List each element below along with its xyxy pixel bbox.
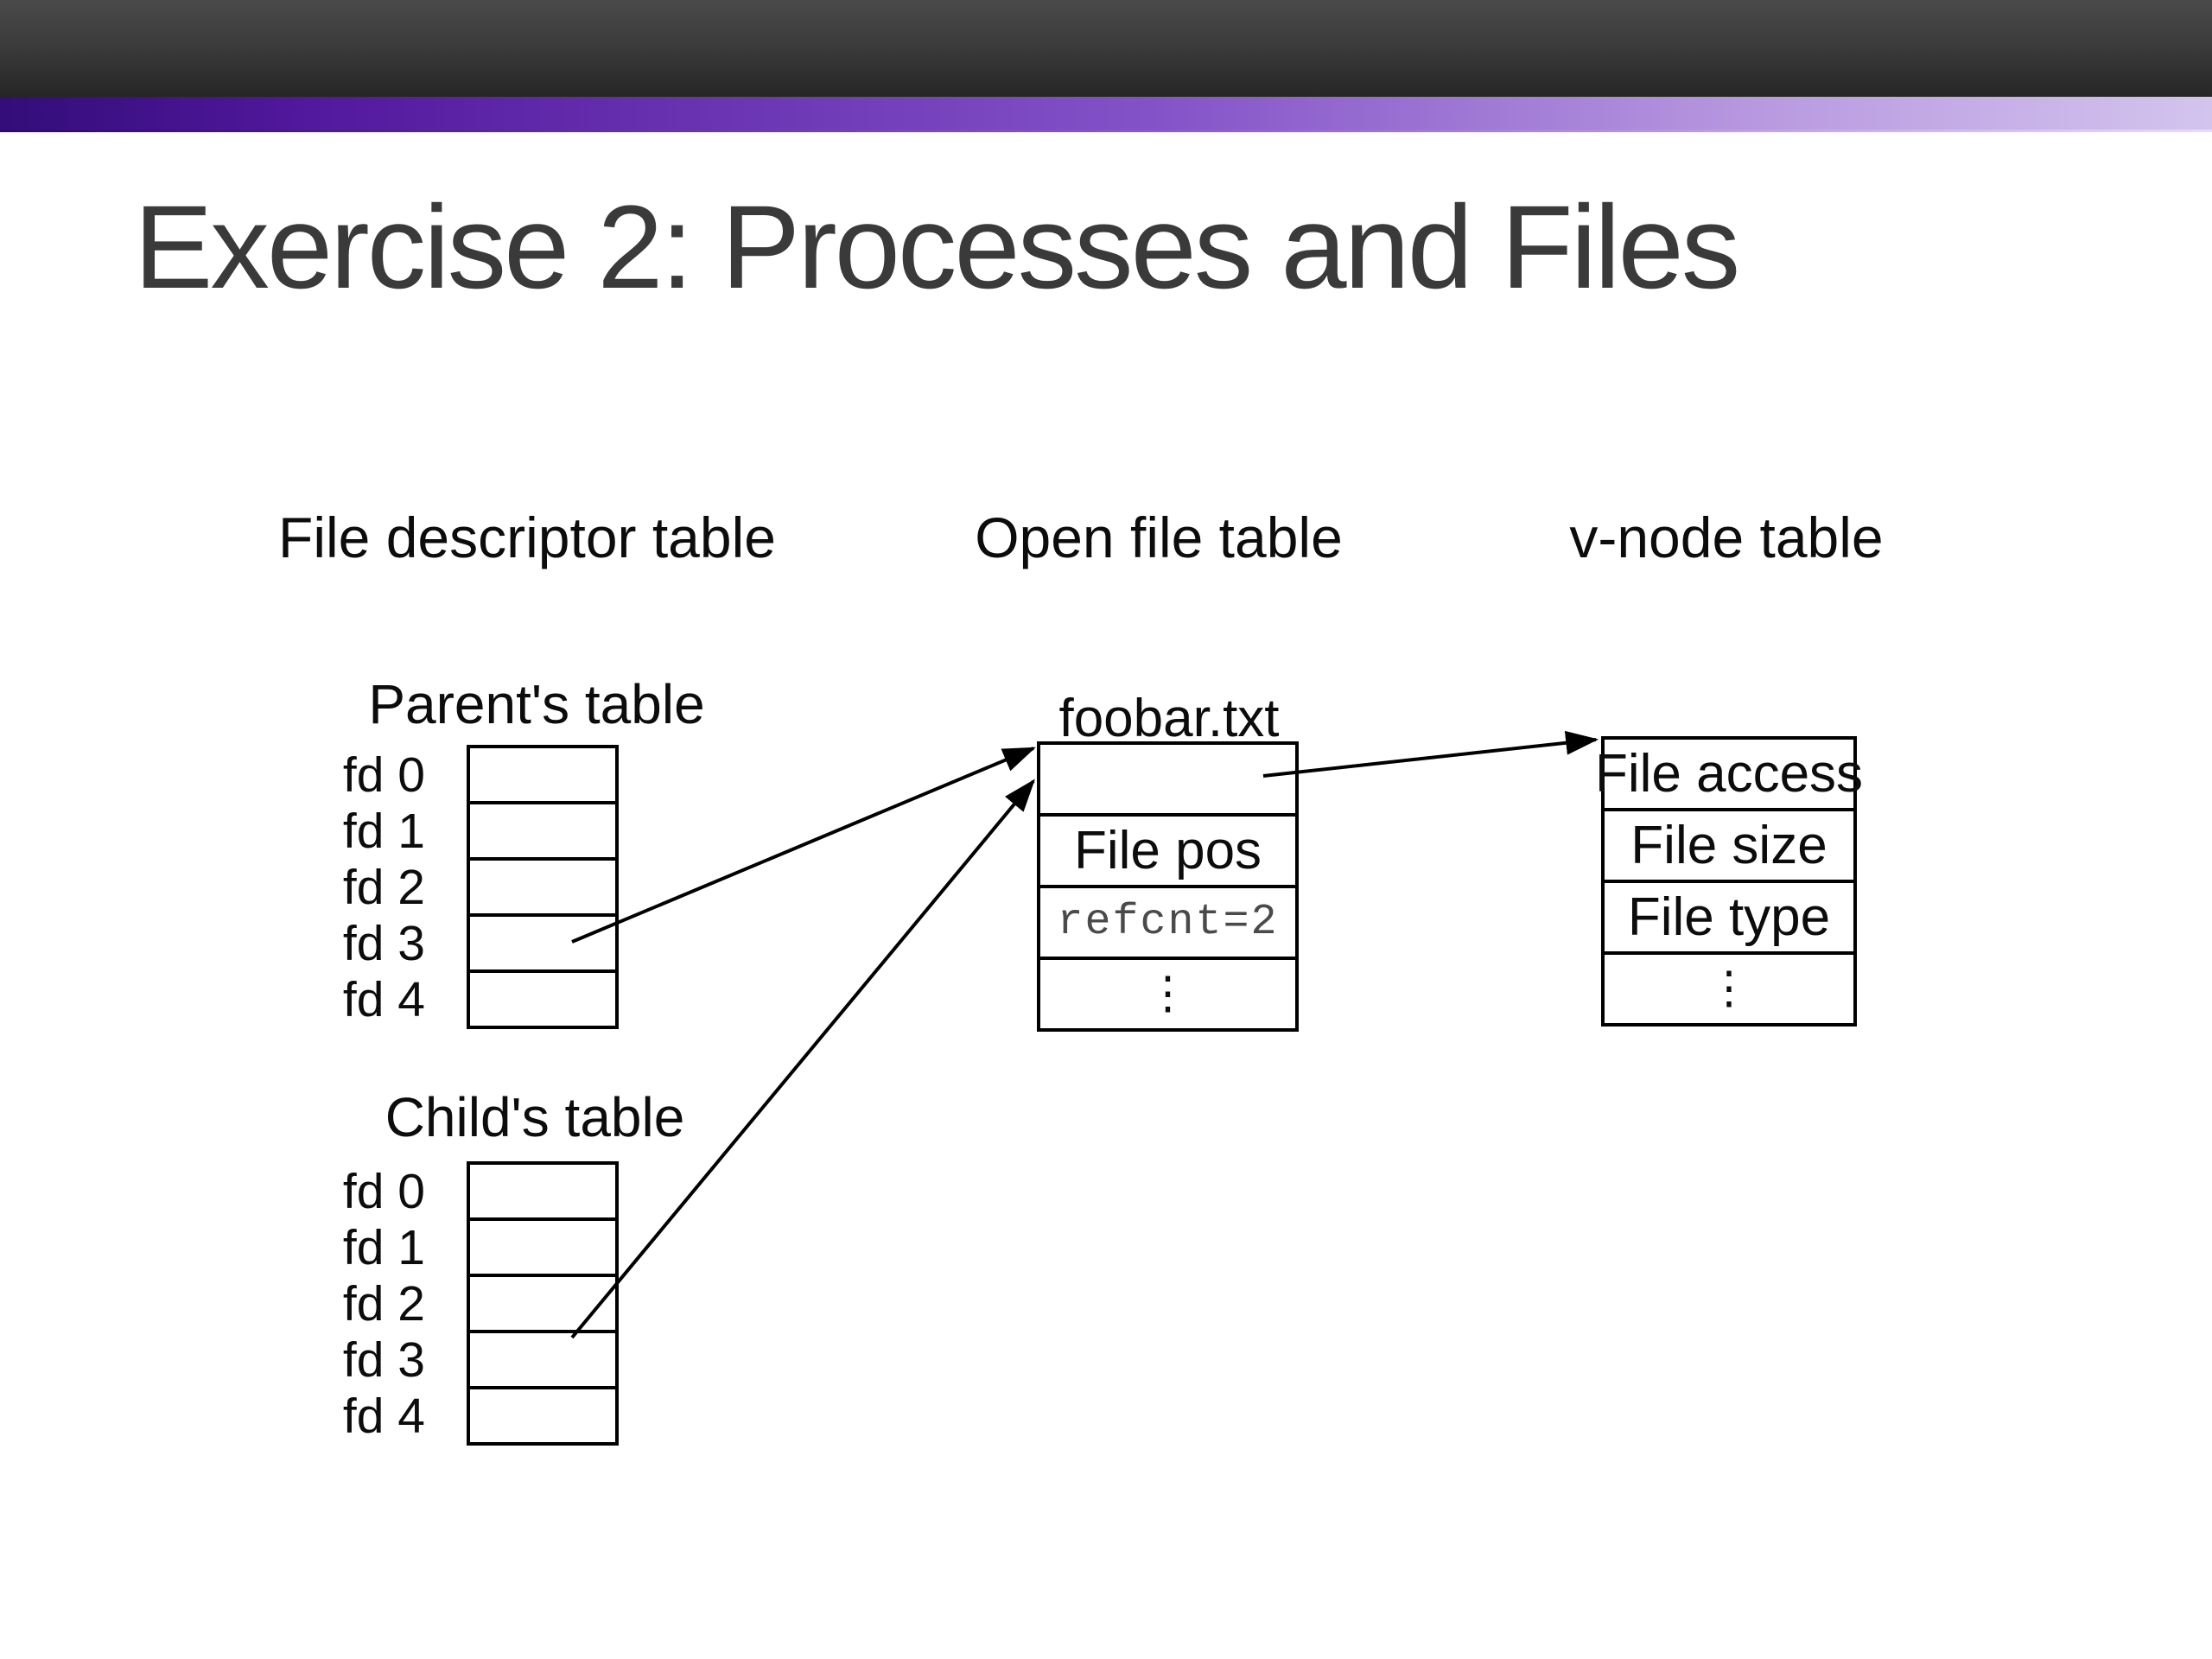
slide-title: Exercise 2: Processes and Files	[134, 181, 1740, 314]
parent-fd1-label: fd 1	[342, 803, 425, 859]
vnode-file-type-cell: File type	[1605, 883, 1853, 955]
open-file-ellipsis-cell: ⋮	[1145, 969, 1191, 1020]
vnode-table-box: File access File size File type ⋮	[1595, 736, 1863, 1027]
child-fd1-cell	[470, 1221, 615, 1277]
arrow-parent-fd3-to-open-file	[571, 747, 1036, 944]
open-file-table-box: File pos refcnt=2 ⋮	[1037, 741, 1299, 1032]
column-header-file-descriptor-table: File descriptor table	[278, 505, 776, 569]
vnode-file-size-cell: File size	[1605, 811, 1853, 883]
open-file-entry-title: foobar.txt	[1058, 689, 1280, 748]
vnode-file-access-cell: File access	[1595, 740, 1863, 811]
open-file-refcnt-cell: refcnt=2	[1040, 888, 1295, 960]
child-fd0-label: fd 0	[342, 1163, 425, 1219]
vnode-ellipsis-cell: ⋮	[1707, 963, 1751, 1014]
child-fd4-cell	[470, 1389, 615, 1442]
child-fd-table-box	[467, 1161, 619, 1446]
child-fd2-cell	[470, 1277, 615, 1333]
child-fd0-cell	[470, 1165, 615, 1221]
child-fd-labels: fd 0 fd 1 fd 2 fd 3 fd 4	[242, 1163, 446, 1444]
column-header-open-file-table: Open file table	[975, 505, 1343, 569]
child-fd4-label: fd 4	[342, 1388, 425, 1444]
parent-fd2-cell	[470, 861, 615, 917]
parent-fd-table-box	[467, 745, 619, 1029]
accent-stripe	[0, 97, 2212, 132]
arrow-open-file-to-vnode	[1262, 730, 1599, 778]
child-fd1-label: fd 1	[342, 1219, 425, 1275]
parent-fd1-cell	[470, 804, 615, 861]
open-file-pos-cell: File pos	[1040, 817, 1295, 888]
parent-fd3-label: fd 3	[342, 915, 425, 971]
child-table-label: Child's table	[385, 1086, 685, 1148]
parent-fd0-cell	[470, 748, 615, 804]
parent-fd4-label: fd 4	[342, 971, 425, 1027]
slide-header-bar	[0, 0, 2212, 97]
parent-table-label: Parent's table	[368, 673, 705, 735]
child-fd3-cell	[470, 1333, 615, 1389]
parent-fd2-label: fd 2	[342, 859, 425, 915]
arrow-child-fd3-to-open-file	[570, 779, 1036, 1339]
column-header-vnode-table: v-node table	[1569, 505, 1884, 569]
parent-fd-labels: fd 0 fd 1 fd 2 fd 3 fd 4	[242, 747, 446, 1027]
parent-fd4-cell	[470, 973, 615, 1026]
child-fd2-label: fd 2	[342, 1275, 425, 1332]
parent-fd0-label: fd 0	[342, 747, 425, 803]
parent-fd3-cell	[470, 917, 615, 973]
child-fd3-label: fd 3	[342, 1332, 425, 1388]
open-file-pointer-cell	[1040, 745, 1295, 817]
